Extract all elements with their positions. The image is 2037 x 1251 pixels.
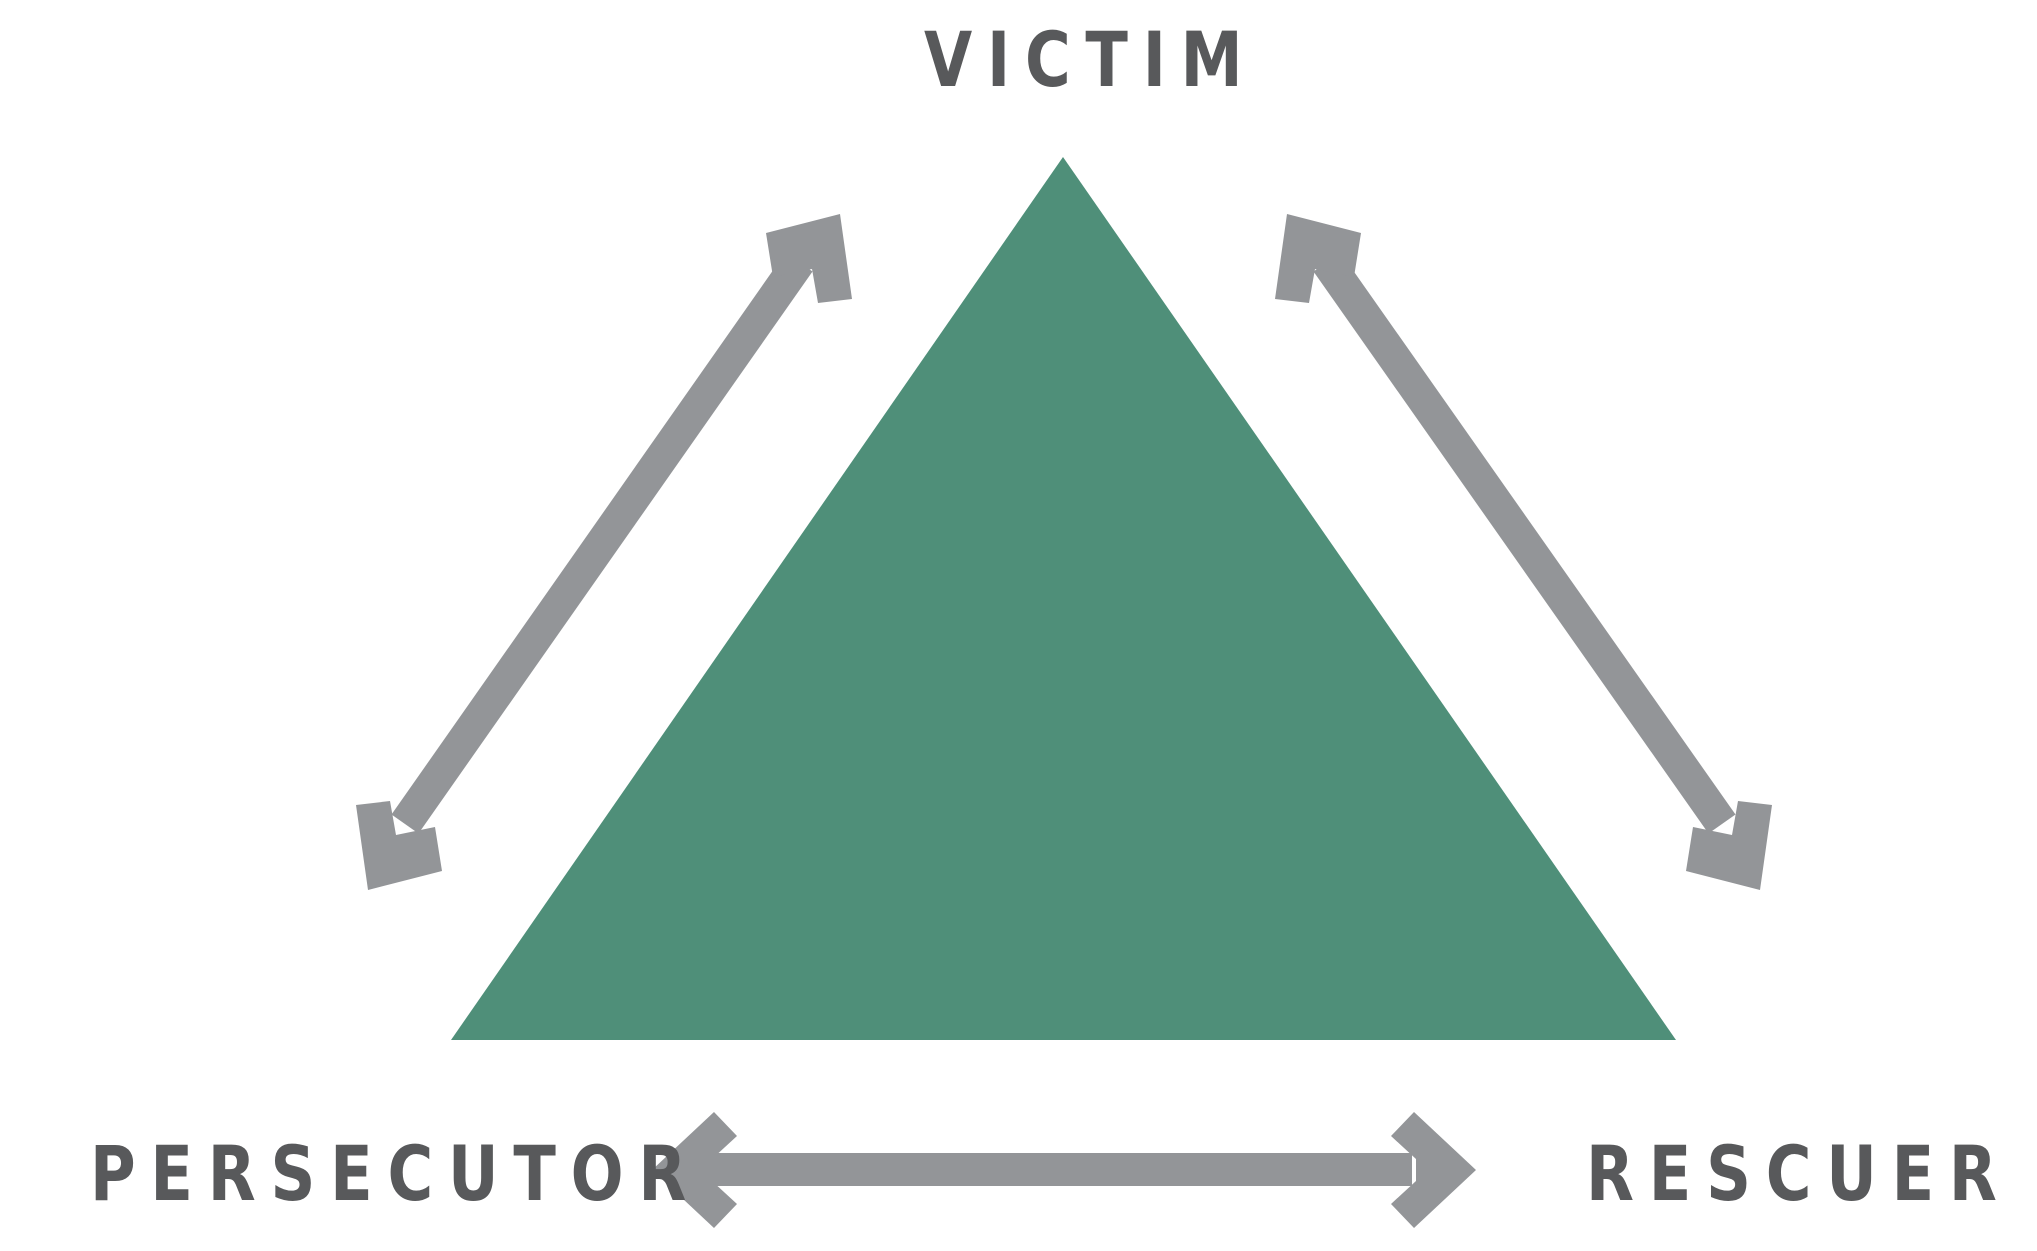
arrowhead-left-top xyxy=(766,214,852,303)
arrow-shaft-bottom xyxy=(700,1153,1412,1186)
arrowhead-bottom-right xyxy=(1391,1112,1476,1228)
arrowhead-left-bottom xyxy=(356,801,442,890)
triangle-shape xyxy=(451,157,1676,1040)
arrow-shaft-left xyxy=(391,252,813,834)
persecutor-label: PERSECUTOR xyxy=(90,1129,702,1218)
rescuer-label: RESCUER xyxy=(1586,1129,2012,1218)
double-arrow-left xyxy=(356,214,852,890)
double-arrow-bottom xyxy=(652,1112,1476,1228)
arrowhead-right-top xyxy=(1275,214,1361,303)
arrow-shaft-right xyxy=(1313,252,1736,834)
arrowhead-bottom-left xyxy=(652,1112,737,1228)
double-arrow-right xyxy=(1275,214,1772,890)
victim-label: VICTIM xyxy=(924,15,1258,104)
arrowhead-right-bottom xyxy=(1686,801,1772,890)
